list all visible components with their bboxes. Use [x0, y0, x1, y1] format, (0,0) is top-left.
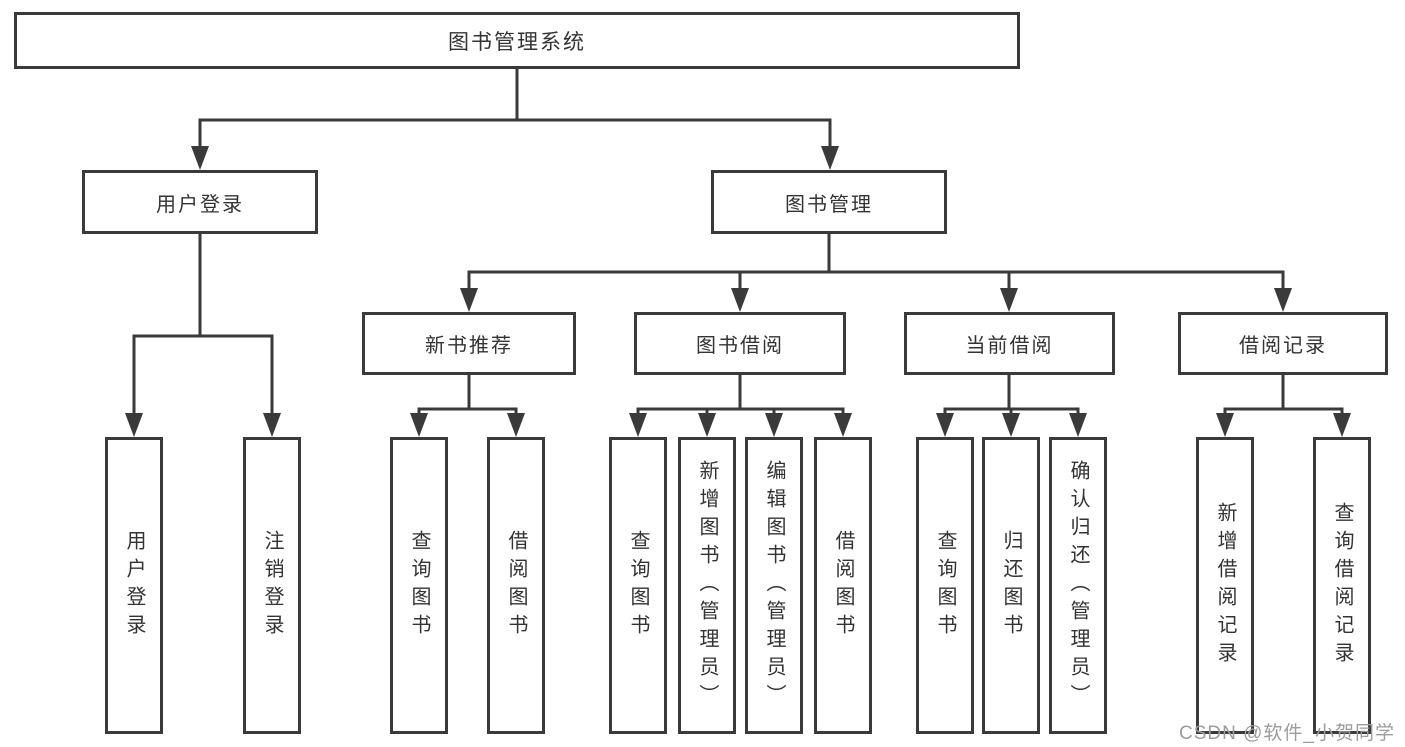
node-leaf-query-books-borrow: 查询图书: [609, 437, 667, 734]
node-leaf-edit-book-admin-label: 编辑图书（管理员）: [763, 459, 785, 712]
node-leaf-return-books-label: 归还图书: [1000, 529, 1022, 642]
watermark: CSDN @软件_小贺同学: [1179, 723, 1395, 744]
node-leaf-confirm-return-admin: 确认归还（管理员）: [1049, 437, 1107, 734]
node-new-book-recommend-label: 新书推荐: [425, 335, 513, 357]
node-leaf-edit-book-admin: 编辑图书（管理员）: [745, 437, 803, 734]
node-current-borrow: 当前借阅: [904, 312, 1115, 375]
node-leaf-query-borrow-record: 查询借阅记录: [1313, 437, 1371, 734]
node-user-login: 用户登录: [82, 170, 318, 234]
node-leaf-borrow-books-recommend: 借阅图书: [487, 437, 545, 734]
node-borrow-records-label: 借阅记录: [1239, 335, 1327, 357]
node-leaf-add-book-admin-label: 新增图书（管理员）: [696, 459, 718, 712]
node-leaf-add-borrow-record: 新增借阅记录: [1196, 437, 1254, 734]
node-leaf-confirm-return-admin-label: 确认归还（管理员）: [1067, 459, 1089, 712]
node-leaf-query-borrow-record-label: 查询借阅记录: [1331, 501, 1353, 670]
node-leaf-logout-label: 注销登录: [261, 529, 283, 642]
node-leaf-user-login-label: 用户登录: [123, 529, 145, 642]
node-book-management: 图书管理: [711, 170, 947, 234]
node-current-borrow-label: 当前借阅: [965, 335, 1054, 357]
node-leaf-add-borrow-record-label: 新增借阅记录: [1214, 501, 1236, 670]
node-leaf-query-books-borrow-label: 查询图书: [627, 529, 649, 642]
node-book-borrow-label: 图书借阅: [696, 335, 784, 357]
node-leaf-query-books-recommend-label: 查询图书: [408, 529, 430, 642]
node-book-borrow: 图书借阅: [634, 312, 846, 375]
node-leaf-borrow-books-recommend-label: 借阅图书: [505, 529, 527, 642]
node-leaf-add-book-admin: 新增图书（管理员）: [678, 437, 736, 734]
node-leaf-borrow-books: 借阅图书: [814, 437, 872, 734]
node-borrow-records: 借阅记录: [1178, 312, 1388, 375]
node-book-management-label: 图书管理: [785, 193, 873, 216]
node-leaf-user-login: 用户登录: [105, 437, 163, 734]
node-leaf-return-books: 归还图书: [982, 437, 1040, 734]
node-leaf-query-books-current-label: 查询图书: [934, 529, 956, 642]
node-user-login-label: 用户登录: [156, 193, 244, 216]
node-new-book-recommend: 新书推荐: [362, 312, 576, 375]
node-leaf-query-books-recommend: 查询图书: [390, 437, 448, 734]
node-leaf-query-books-current: 查询图书: [916, 437, 974, 734]
node-leaf-logout: 注销登录: [243, 437, 301, 734]
node-root: 图书管理系统: [14, 12, 1020, 69]
node-leaf-borrow-books-label: 借阅图书: [832, 529, 854, 642]
node-root-label: 图书管理系统: [448, 30, 586, 54]
